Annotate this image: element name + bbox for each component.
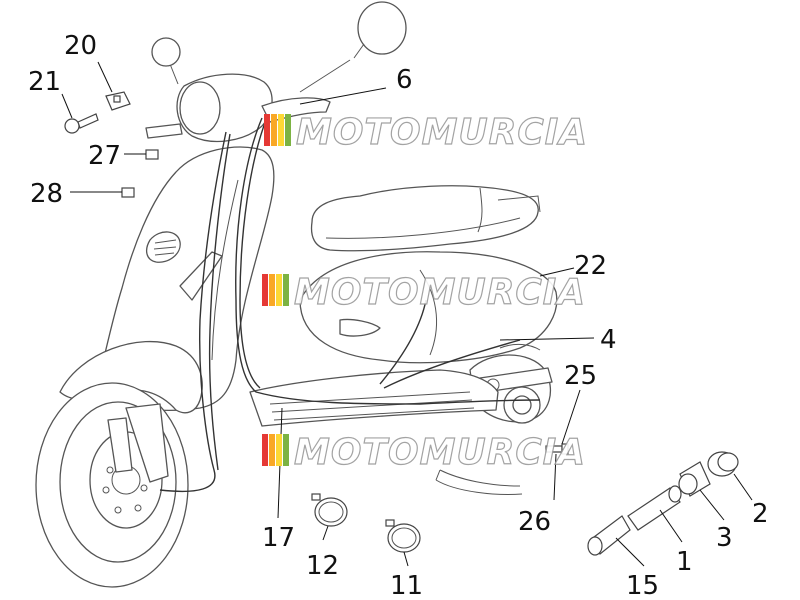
leader-lines [61,61,753,567]
watermark-bottom: MOTOMURCIA [262,431,586,474]
callout-15: 15 [626,571,659,600]
watermark-stripe [262,434,268,466]
callout-28: 28 [30,179,63,209]
watermark-stripe [262,274,268,306]
callout-22: 22 [574,251,607,281]
callout-3: 3 [716,523,733,553]
watermark-middle: MOTOMURCIA [262,271,586,314]
cable-routing [159,117,541,493]
nut-part-3 [678,461,711,497]
callout-2: 2 [752,499,769,529]
watermark-top: MOTOMURCIA [264,111,588,154]
scooter-illustration [35,1,558,588]
sleeve-part-1 [627,485,682,531]
watermark-stripe [283,274,289,306]
watermark-stripe [269,274,275,306]
callout-27: 27 [88,141,121,171]
watermark-stripe [276,434,282,466]
callout-1: 1 [676,547,693,577]
watermark-stripe [276,274,282,306]
callout-6: 6 [396,65,413,95]
callout-11: 11 [390,571,423,600]
fitting-part-27 [145,149,159,160]
callout-25: 25 [564,361,597,391]
watermark-stripe [285,114,291,146]
watermark-text: MOTOMURCIA [296,112,588,153]
adjuster-part-15 [587,515,631,556]
screw-part [64,113,99,134]
callout-17: 17 [262,523,295,553]
clip-nut-part [105,91,131,111]
callout-12: 12 [306,551,339,581]
callout-21: 21 [28,67,61,97]
watermark-stripe [264,114,270,146]
watermark-text: MOTOMURCIA [294,432,586,473]
watermark-stripe [271,114,277,146]
watermark-stripe [278,114,284,146]
hose-clamp-11 [385,519,421,553]
hose-clamp-12 [311,493,348,527]
watermark-text: MOTOMURCIA [294,272,586,313]
callout-26: 26 [518,507,551,537]
cap-part-2 [707,451,739,477]
fitting-part-28 [121,187,135,198]
watermark-stripe [283,434,289,466]
callout-20: 20 [64,31,97,61]
watermark-stripe [269,434,275,466]
callout-4: 4 [600,325,617,355]
small-parts [64,91,739,556]
callout-labels: 20 21 6 27 28 22 4 25 26 2 3 1 15 17 12 … [28,31,769,600]
screw-part-26 [545,443,569,455]
